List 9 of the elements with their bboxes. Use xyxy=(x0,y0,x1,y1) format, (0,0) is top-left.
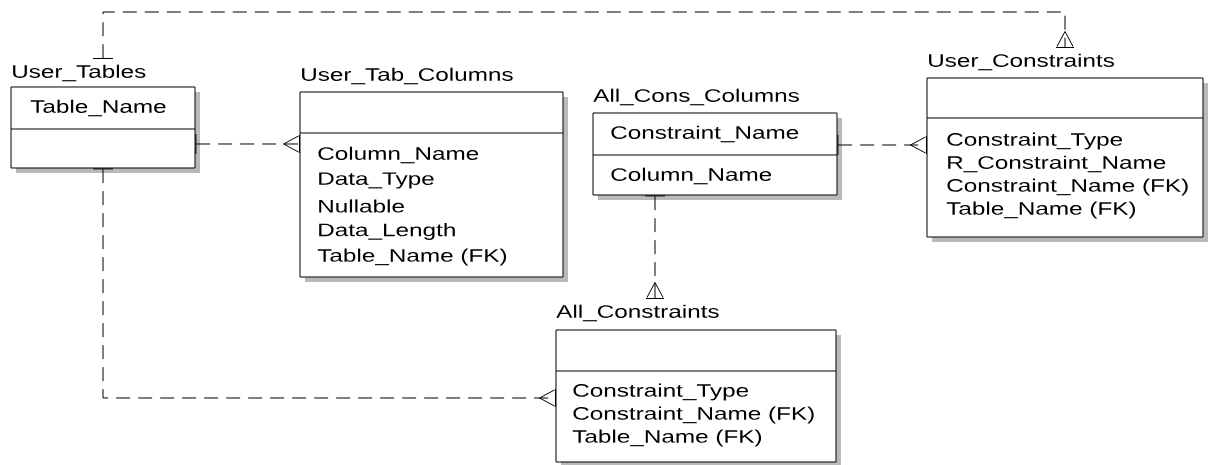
entity-name: All_Constraints xyxy=(556,304,719,322)
relationship-line xyxy=(92,11,1075,59)
entity-name: User_Tab_Columns xyxy=(302,67,513,85)
entity-name: User_Constraints xyxy=(929,53,1114,71)
relationship-line xyxy=(837,134,927,156)
entity-name: User_Tables xyxy=(13,64,146,82)
relationship-line xyxy=(195,133,300,155)
entity-name: All_Cons_Columns xyxy=(593,88,799,106)
relationship-line xyxy=(644,195,666,299)
